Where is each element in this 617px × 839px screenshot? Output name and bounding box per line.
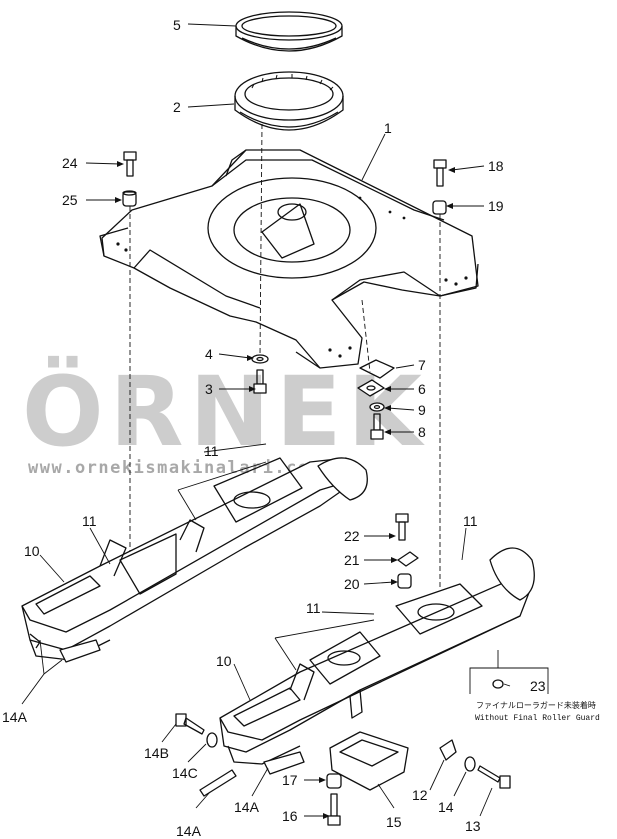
part-25-spacer: [122, 190, 137, 207]
part-12-clip: [439, 739, 457, 761]
part-6-shim: [357, 379, 385, 397]
note-without-final-roller-guard: ファイナルローラガード未装着時 Without Final Roller Gua…: [469, 667, 600, 723]
callout-15: 15: [386, 814, 402, 830]
watermark: ÖRNEK www.ornekismakinalari.com.tr: [22, 355, 428, 478]
note-bracket: [469, 667, 549, 694]
callout-19: 19: [488, 198, 504, 214]
callout-5: 5: [173, 17, 181, 33]
note-japanese: ファイナルローラガード未装着時: [476, 700, 596, 710]
callout-6: 6: [418, 381, 426, 397]
part-21-plate: [397, 551, 419, 567]
part-2-swing-circle: [234, 71, 344, 131]
callout-14: 14: [438, 799, 454, 815]
part-1-center-frame: [99, 149, 479, 369]
part-22-bolt: [395, 513, 409, 541]
alignment-lines: [129, 123, 441, 590]
callout-labels: 5 2 1 24 25 18 19 4 3 7 6 9 8 11 11 11 2…: [2, 17, 546, 839]
callout-14a-left: 14A: [2, 709, 28, 725]
callout-16: 16: [282, 808, 298, 824]
callout-14a-middle: 14A: [234, 799, 260, 815]
watermark-brand: ÖRNEK: [22, 355, 428, 468]
part-24-bolt: [123, 151, 137, 177]
callout-23: 23: [530, 678, 546, 694]
callout-11-left: 11: [82, 513, 97, 529]
callout-24: 24: [62, 155, 78, 171]
callout-13: 13: [465, 818, 481, 834]
callout-14a-bottom: 14A: [176, 823, 202, 839]
part-17-spacer: [326, 773, 342, 789]
part-10-track-frame-right: [219, 547, 535, 765]
part-14b-bolt: [175, 713, 205, 735]
part-14-washer: [464, 756, 476, 772]
note-english: Without Final Roller Guard: [475, 714, 600, 723]
callout-11-upper-left: 11: [204, 443, 219, 459]
part-10-track-frame-left: [21, 457, 368, 661]
callout-21: 21: [344, 552, 360, 568]
callout-22: 22: [344, 528, 360, 544]
callout-20: 20: [344, 576, 360, 592]
part-9-washer: [369, 402, 385, 412]
part-19-spacer: [432, 200, 447, 215]
part-23-cap: [492, 679, 504, 689]
callout-25: 25: [62, 192, 78, 208]
callout-9: 9: [418, 402, 426, 418]
callout-17: 17: [282, 772, 298, 788]
part-18-bolt: [433, 159, 447, 187]
callout-12: 12: [412, 787, 428, 803]
callout-11-lower: 11: [306, 600, 321, 616]
watermark-url: www.ornekismakinalari.com.tr: [28, 458, 357, 478]
callout-14b: 14B: [144, 745, 169, 761]
callout-14c: 14C: [172, 765, 198, 781]
part-7-plate: [359, 359, 395, 379]
callout-8: 8: [418, 424, 426, 440]
callout-4: 4: [205, 346, 213, 362]
callout-2: 2: [173, 99, 181, 115]
callout-10-right: 10: [216, 653, 232, 669]
leader-lines: [21, 23, 511, 819]
part-14a-pin: [199, 769, 237, 797]
part-5-seal-ring: [235, 11, 343, 52]
part-8-bolt: [370, 413, 384, 440]
part-20-spacer: [397, 573, 412, 589]
callout-3: 3: [205, 381, 213, 397]
part-16-bolt: [327, 793, 341, 826]
callout-11-right: 11: [463, 513, 478, 529]
part-15-guard: [329, 731, 409, 791]
part-13-bolt: [477, 765, 511, 789]
callout-7: 7: [418, 357, 426, 373]
part-14c-washer: [206, 732, 218, 748]
callout-1: 1: [384, 120, 392, 136]
callout-18: 18: [488, 158, 504, 174]
part-14a-guard-right: [263, 751, 305, 775]
part-4-washer: [251, 354, 269, 364]
callout-10-left: 10: [24, 543, 40, 559]
